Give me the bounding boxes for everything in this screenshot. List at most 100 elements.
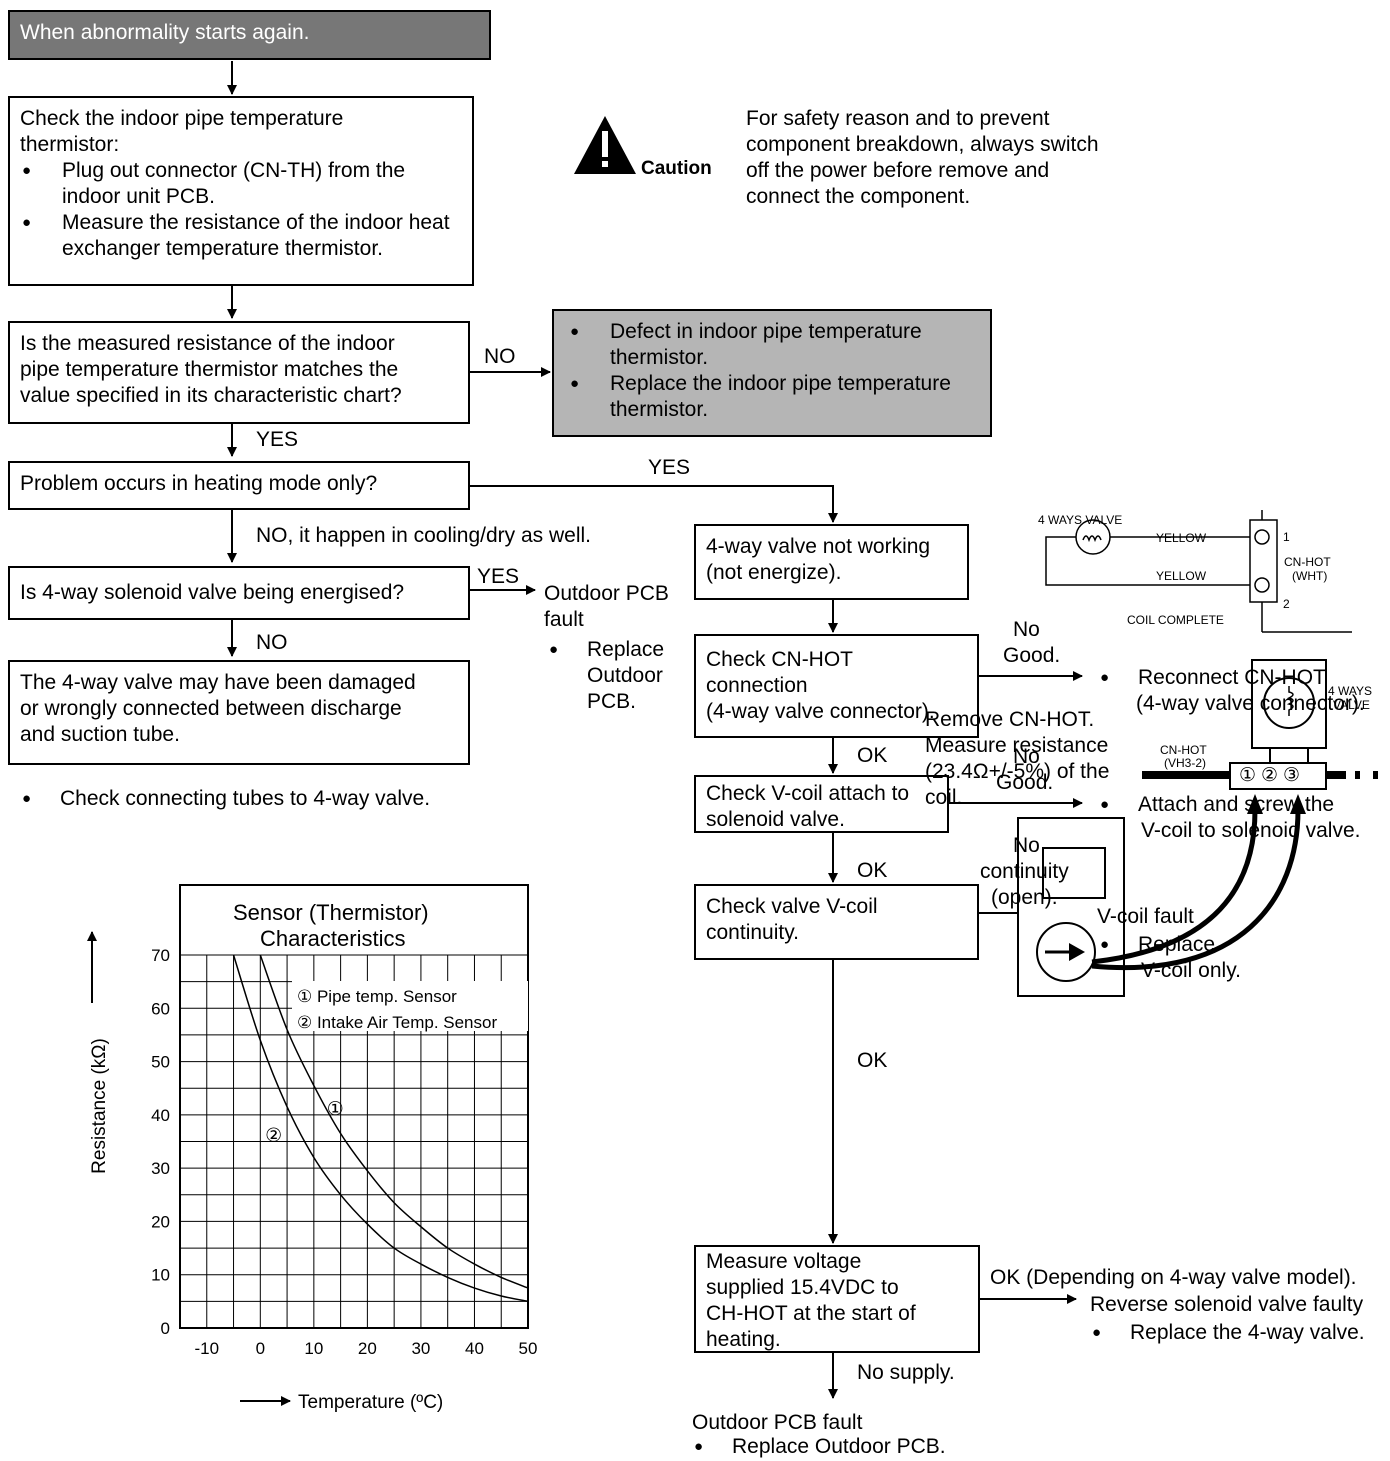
check-cnhot-3: (4-way valve connector).: [706, 700, 935, 723]
valve-damaged-1: The 4-way valve may have been damaged: [20, 671, 416, 694]
wiring-yellow-1: YELLOW: [1156, 531, 1207, 545]
heating-question-box: Problem occurs in heating mode only?: [8, 461, 470, 510]
attach-screw-2: V-coil to solenoid valve.: [1141, 819, 1361, 842]
check-cnhot-1: Check CN-HOT: [706, 648, 854, 671]
valve-not-working-box: 4-way valve not working (not energize).: [694, 524, 969, 600]
check-thermistor-bullet-1: Plug out connector (CN-TH) from the indo…: [20, 158, 462, 210]
check-continuity-2: continuity.: [706, 921, 799, 944]
label-no-2: NO: [256, 631, 288, 654]
check-continuity-box: Check valve V-coil continuity.: [694, 884, 979, 960]
check-thermistor-title-1: Check the indoor pipe temperature: [20, 107, 344, 130]
chart-y-tick: 0: [161, 1319, 170, 1338]
reconnect-2: (4-way valve connector).: [1136, 692, 1365, 715]
wiring-yellow-2: YELLOW: [1156, 569, 1207, 583]
measure-voltage-3: CH-HOT at the start of: [706, 1302, 916, 1325]
chart-y-tick: 40: [151, 1106, 170, 1125]
label-yes-1: YES: [256, 428, 299, 451]
check-cnhot-2: connection: [706, 674, 808, 697]
valve-damaged-box: The 4-way valve may have been damaged or…: [8, 660, 470, 765]
chart-y-tick: 60: [151, 999, 170, 1018]
valve-damaged-2: or wrongly connected between discharge: [20, 697, 402, 720]
label-no-good-1b: Good.: [1003, 644, 1061, 667]
chart-x-tick: 50: [519, 1339, 538, 1358]
outdoor-fault-1-bullet-3: PCB.: [587, 690, 637, 713]
caution-text-2: component breakdown, always switch: [746, 133, 1099, 156]
measure-voltage-1: Measure voltage: [706, 1250, 862, 1273]
chart-y-tick: 10: [151, 1266, 170, 1285]
chart-title-1: Sensor (Thermistor): [233, 900, 429, 925]
label-no-good-2a: No: [1013, 745, 1040, 768]
chart-series-marker-2: ②: [265, 1125, 282, 1147]
chart-y-tick: 20: [151, 1212, 170, 1231]
caution-text-4: connect the component.: [746, 185, 971, 208]
meter-pin-2: ②: [1261, 765, 1279, 786]
outdoor-fault-1-title-2: fault: [544, 608, 584, 631]
vcoil-fault-title: V-coil fault: [1097, 905, 1194, 928]
label-ok-1: OK: [857, 744, 888, 767]
chart-x-tick: 30: [411, 1339, 430, 1358]
defect-bullet-2: Replace the indoor pipe temperature ther…: [568, 371, 980, 423]
chart-series-line-1: [259, 954, 529, 1289]
label-no-1: NO: [484, 345, 516, 368]
chart-series-line-2: [232, 954, 529, 1303]
label-no-cont-b: continuity: [980, 860, 1069, 883]
check-thermistor-title-2: thermistor:: [20, 133, 120, 156]
chart-frame: [179, 884, 529, 1329]
chart-x-tick: 40: [465, 1339, 484, 1358]
meter-valve-label-2: VALVE: [1333, 698, 1370, 712]
wiring-coil-label: COIL COMPLETE: [1127, 613, 1224, 627]
meter-pin-1: ①: [1239, 765, 1257, 786]
remove-cnhot-3: (23.4Ω+/-5%) of the: [925, 760, 1110, 783]
caution-text-1: For safety reason and to prevent: [746, 107, 1050, 130]
chart-title-2: Characteristics: [260, 926, 406, 951]
meter-cn-label-1: CN-HOT: [1160, 743, 1207, 757]
meter-pin-3: ③: [1283, 765, 1301, 786]
label-no-good-1a: No: [1013, 618, 1040, 641]
label-no-good-2b: Good.: [996, 771, 1054, 794]
label-no-cooling: NO, it happen in cooling/dry as well.: [256, 524, 592, 547]
check-vcoil-attach-1: Check V-coil attach to: [706, 782, 910, 805]
label-ok-2: OK: [857, 859, 888, 882]
chart-y-tick: 50: [151, 1053, 170, 1072]
check-vcoil-attach-2: solenoid valve.: [706, 808, 845, 831]
energised-question-box: Is 4-way solenoid valve being energised?: [8, 566, 470, 620]
chart-legend-2: ② Intake Air Temp. Sensor: [297, 1013, 498, 1032]
chart-x-tick: 0: [256, 1339, 265, 1358]
chart-series-marker-1: ①: [327, 1098, 344, 1120]
caution-label: Caution: [641, 158, 712, 179]
resistance-question-box: Is the measured resistance of the indoor…: [8, 321, 470, 424]
check-tubes-text: Check connecting tubes to 4-way valve.: [22, 786, 430, 812]
outdoor-fault-1-title-1: Outdoor PCB: [544, 582, 669, 605]
remove-cnhot-4: coil.: [925, 786, 963, 809]
wiring-pin-1: 1: [1283, 530, 1290, 544]
valve-not-working-1: 4-way valve not working: [706, 535, 931, 558]
chart-x-tick: 20: [358, 1339, 377, 1358]
attach-screw-1: Attach and screw the: [1100, 792, 1334, 818]
chart-y-tick: 70: [151, 946, 170, 965]
cnhot-wiring-diagram: [1045, 510, 1352, 633]
chart-x-tick: -10: [194, 1339, 219, 1358]
label-yes-2: YES: [648, 456, 691, 479]
remove-cnhot-2: Measure resistance: [925, 734, 1109, 757]
label-no-cont-a: No: [1013, 834, 1040, 857]
remove-cnhot-1: Remove CN-HOT.: [925, 708, 1095, 731]
measure-voltage-4: heating.: [706, 1328, 781, 1351]
vcoil-fault-bullet-2: V-coil only.: [1141, 959, 1241, 982]
outdoor-fault-2-bullet: Replace Outdoor PCB.: [694, 1434, 946, 1460]
start-box: When abnormality starts again.: [8, 10, 491, 60]
chart-legend-box: [292, 981, 528, 1031]
start-text: When abnormality starts again.: [20, 21, 310, 44]
check-thermistor-bullet-2: Measure the resistance of the indoor hea…: [20, 210, 462, 262]
ok-depending-text: OK (Depending on 4-way valve model).: [990, 1266, 1357, 1289]
defect-bullet-1: Defect in indoor pipe temperature thermi…: [568, 319, 980, 371]
resistance-question-2: pipe temperature thermistor matches the: [20, 358, 399, 381]
caution-icon: [574, 116, 636, 174]
replace-valve-text: Replace the 4-way valve.: [1092, 1320, 1365, 1346]
check-vcoil-attach-box: Check V-coil attach to solenoid valve.: [694, 775, 949, 833]
measure-voltage-2: supplied 15.4VDC to: [706, 1276, 899, 1299]
outdoor-fault-2-title: Outdoor PCB fault: [692, 1411, 863, 1434]
wiring-cnhot-label: CN-HOT: [1284, 555, 1331, 569]
check-thermistor-box: Check the indoor pipe temperature thermi…: [8, 96, 474, 286]
